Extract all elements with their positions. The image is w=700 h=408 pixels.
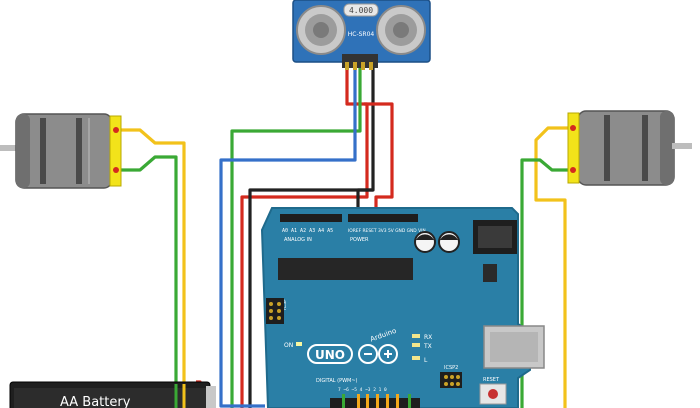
on-led [296, 342, 302, 346]
arduino-uno-board: A0 A1 A2 A3 A4 A5 ANALOG IN IOREF RESET … [260, 207, 545, 408]
battery-terminal [206, 386, 216, 408]
wire-sensor-vcc [240, 66, 369, 408]
wires-foreground [174, 384, 186, 408]
left-dc-motor [0, 113, 122, 189]
left-motor-shaft [0, 145, 18, 151]
tx-label: TX [423, 343, 432, 350]
right-motor-body [577, 110, 675, 186]
wire-left-motor-green [121, 155, 178, 408]
wire-sensor-trig [230, 66, 362, 408]
icsp2-header [440, 372, 462, 388]
wire-right-motor-yellow [534, 126, 570, 408]
right-motor-shaft [672, 143, 692, 149]
right-dc-motor [567, 110, 692, 186]
top-digital-header-left [280, 214, 342, 222]
bottom-digital-header [330, 398, 420, 408]
bottom-pin-labels: 7 ~6 ~5 4 ~3 2 1 0 [338, 387, 387, 393]
power-header [348, 214, 418, 222]
analog-in-label: ANALOG IN [284, 237, 312, 243]
wire-power-gnd [356, 188, 373, 214]
sensor-crystal [343, 3, 379, 17]
right-motor-endcap [567, 112, 580, 184]
reset-label: RESET [483, 377, 500, 383]
wire-right-motor-green [520, 158, 570, 408]
wire-left-motor-yellow [121, 128, 186, 408]
sensor-model-label: HC-SR04 [348, 31, 375, 38]
wire-power-5v [364, 102, 394, 214]
ultrasonic-sensor: 4.000 HC-SR04 [292, 0, 431, 70]
voltage-regulator [483, 264, 497, 282]
microcontroller-chip [278, 258, 413, 280]
battery-label: AA Battery [60, 395, 131, 408]
wires [121, 66, 570, 408]
icsp-header [266, 298, 284, 324]
left-motor-endcap [109, 115, 122, 187]
digital-label: DIGITAL (PWM~) [316, 378, 358, 384]
aa-battery-pack: AA Battery [9, 381, 216, 408]
wire-sensor-echo [219, 66, 357, 408]
rx-label: RX [424, 334, 432, 341]
uno-label: UNO [315, 348, 345, 362]
sensor-crystal-label: 4.000 [349, 6, 373, 15]
icsp2-label: ICSP2 [444, 365, 458, 371]
uno-badge [307, 344, 353, 364]
icsp-label: ICSP [282, 299, 288, 310]
l-led-label: L [424, 357, 428, 364]
on-label: ON [284, 342, 293, 349]
infinity-logo [358, 344, 398, 364]
power-label: POWER [350, 237, 369, 243]
analog-pin-labels: A0 A1 A2 A3 A4 A5 [282, 228, 333, 234]
power-header-labels: IOREF RESET 3V3 5V GND GND VIN [348, 228, 426, 234]
left-motor-body [15, 113, 113, 189]
wire-sensor-gnd [248, 66, 375, 408]
